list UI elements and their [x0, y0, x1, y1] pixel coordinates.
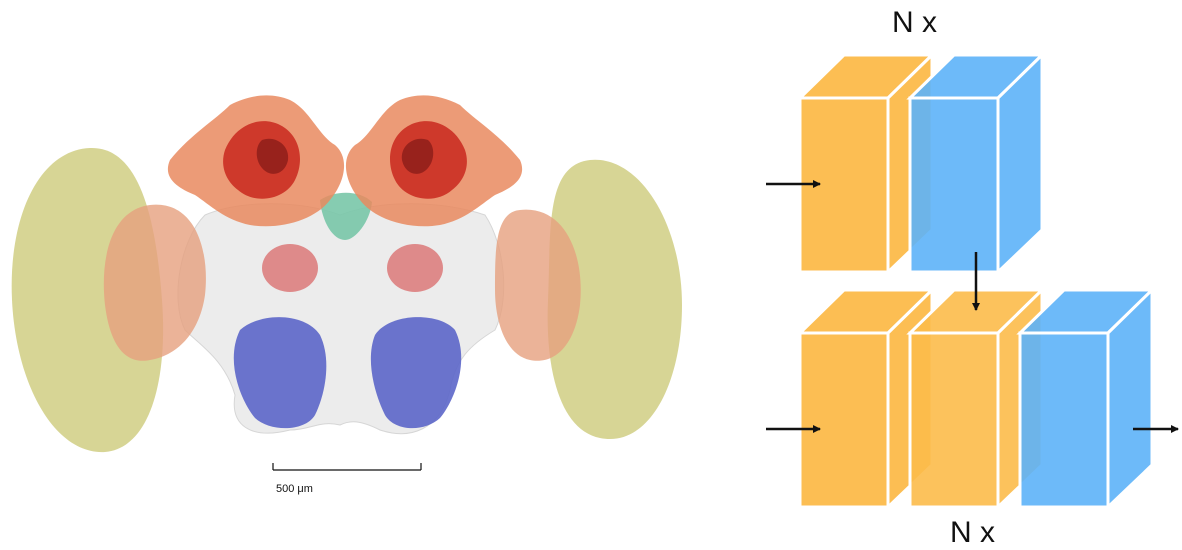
brain-rendering [11, 95, 682, 471]
scale-bar [272, 463, 422, 471]
central-region-left [262, 244, 318, 292]
top-repeat-label: N x [892, 6, 937, 39]
calyx-core-right [401, 138, 434, 174]
lateral-region-right [495, 209, 581, 361]
lateral-region-left [103, 204, 206, 361]
scale-bar-label: 500 μm [276, 483, 313, 495]
bottom-blue-block [1016, 286, 1156, 511]
optic-lobe-right [547, 159, 682, 440]
calyx-core-left [256, 138, 289, 174]
midline-green-region [320, 192, 372, 240]
central-region-right [387, 244, 443, 292]
top-blue-block [906, 51, 1046, 276]
block-diagram [766, 51, 1179, 511]
bottom-repeat-label: N x [950, 516, 995, 549]
bottom-orange-block-1 [796, 286, 936, 511]
antennal-lobe-left [233, 317, 327, 429]
antennal-lobe-right [370, 317, 462, 429]
